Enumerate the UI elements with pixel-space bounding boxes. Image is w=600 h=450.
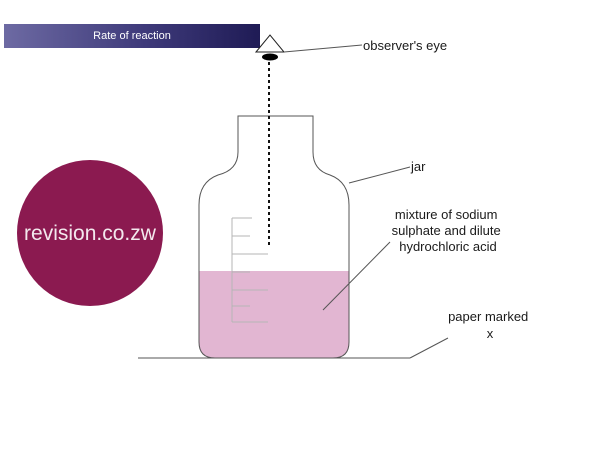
header-bar: Rate of reaction (4, 24, 260, 48)
mixture-label-line-1: mixture of sodium (395, 207, 498, 222)
jar-label: jar (410, 159, 426, 174)
measuring-scale (231, 217, 268, 323)
watermark-logo: revision.co.zw (17, 160, 163, 306)
mixture-label: mixture of sodium sulphate and dilute hy… (392, 207, 505, 254)
eye-leader-line (283, 44, 363, 53)
mixture-label-line-3: hydrochloric acid (399, 239, 497, 254)
header-title: Rate of reaction (93, 30, 171, 42)
eye-icon (254, 34, 286, 61)
watermark-text: revision.co.zw (24, 222, 157, 245)
watermark-circle (17, 160, 163, 306)
reaction-mixture-liquid (199, 271, 349, 358)
eye-label: observer's eye (363, 38, 447, 53)
mixture-leader-line (322, 241, 391, 311)
jar-leader-line (348, 166, 411, 184)
paper-label-line-1: paper marked (448, 309, 528, 324)
paper-leader-line (409, 337, 449, 359)
paper-label: paper marked x (448, 309, 532, 341)
paper-label-line-2: x (487, 326, 494, 341)
mixture-label-line-2: sulphate and dilute (392, 223, 501, 238)
